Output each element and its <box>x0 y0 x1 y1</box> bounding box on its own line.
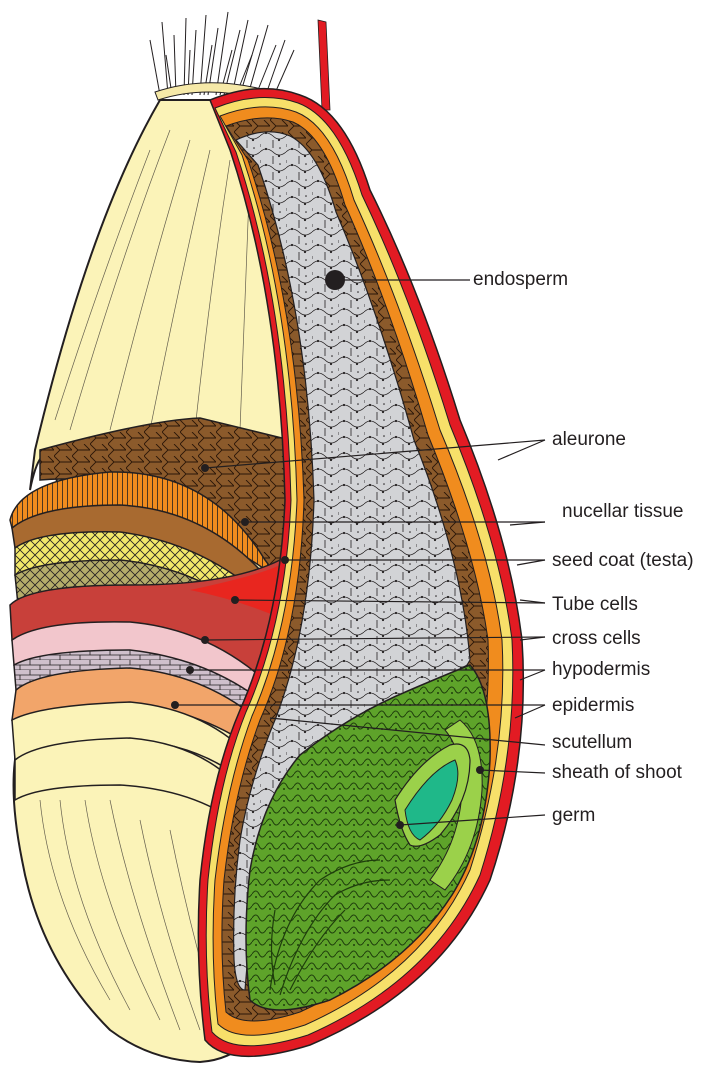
label-hypodermis: hypodermis <box>552 660 650 679</box>
label-epidermis: epidermis <box>552 696 634 715</box>
label-germ: germ <box>552 806 595 825</box>
label-tube-cells: Tube cells <box>552 595 638 614</box>
label-cross-cells: cross cells <box>552 629 641 648</box>
label-aleurone: aleurone <box>552 430 626 449</box>
red-bristle <box>318 20 330 110</box>
label-endosperm: endosperm <box>473 270 568 289</box>
label-scutellum: scutellum <box>552 733 632 752</box>
label-nucellar-tissue: nucellar tissue <box>562 502 683 521</box>
label-sheath-of-shoot: sheath of shoot <box>552 763 682 782</box>
label-seed-coat: seed coat (testa) <box>552 551 694 570</box>
